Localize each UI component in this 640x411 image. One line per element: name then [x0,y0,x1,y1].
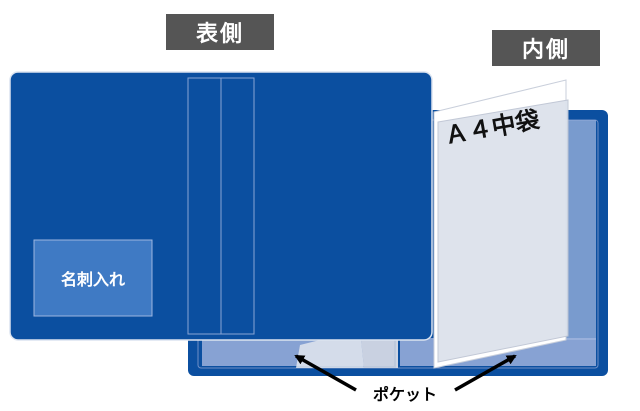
front-side-label: 表側 [166,14,274,50]
spine-strap [187,77,255,335]
a4-inner-sleeve [296,79,569,369]
inner-side-text: 内側 [521,38,570,63]
business-card-holder-label: 名刺入れ [61,270,125,289]
inner-side-label: 内側 [492,30,600,66]
front-cover [9,71,433,341]
pocket-label: ポケット [373,385,437,404]
right-pocket-arrow [454,354,517,392]
front-side-text: 表側 [195,22,244,47]
pocket-arrows [294,354,517,392]
business-card-holder [33,239,153,317]
left-pocket-arrow [294,354,357,392]
